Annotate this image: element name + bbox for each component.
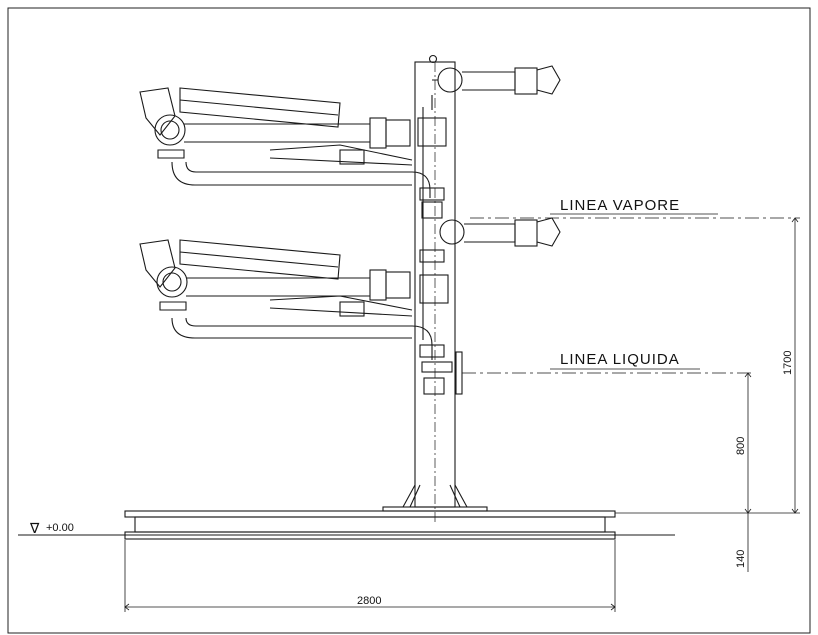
dim-base-thickness: 140 (735, 550, 747, 568)
drawing-frame (7, 7, 811, 634)
liquid-line-label: LINEA LIQUIDA (560, 351, 680, 368)
dim-liquid-height: 800 (735, 437, 747, 455)
base-platform (124, 506, 616, 540)
level-marker-symbol: ∇ (29, 520, 40, 536)
level-marker-value: +0.00 (46, 522, 74, 534)
dim-overall-height: 1700 (782, 351, 794, 375)
liquid-flange (421, 351, 463, 395)
mid-coupler (419, 201, 561, 263)
dim-base-width: 2800 (357, 595, 381, 607)
upper-loading-arm (139, 87, 447, 201)
support-column (402, 54, 468, 525)
vapor-line-label: LINEA VAPORE (560, 197, 680, 214)
dimension-lines (124, 217, 800, 612)
upper-coupler (431, 65, 561, 110)
lower-loading-arm (139, 239, 449, 360)
